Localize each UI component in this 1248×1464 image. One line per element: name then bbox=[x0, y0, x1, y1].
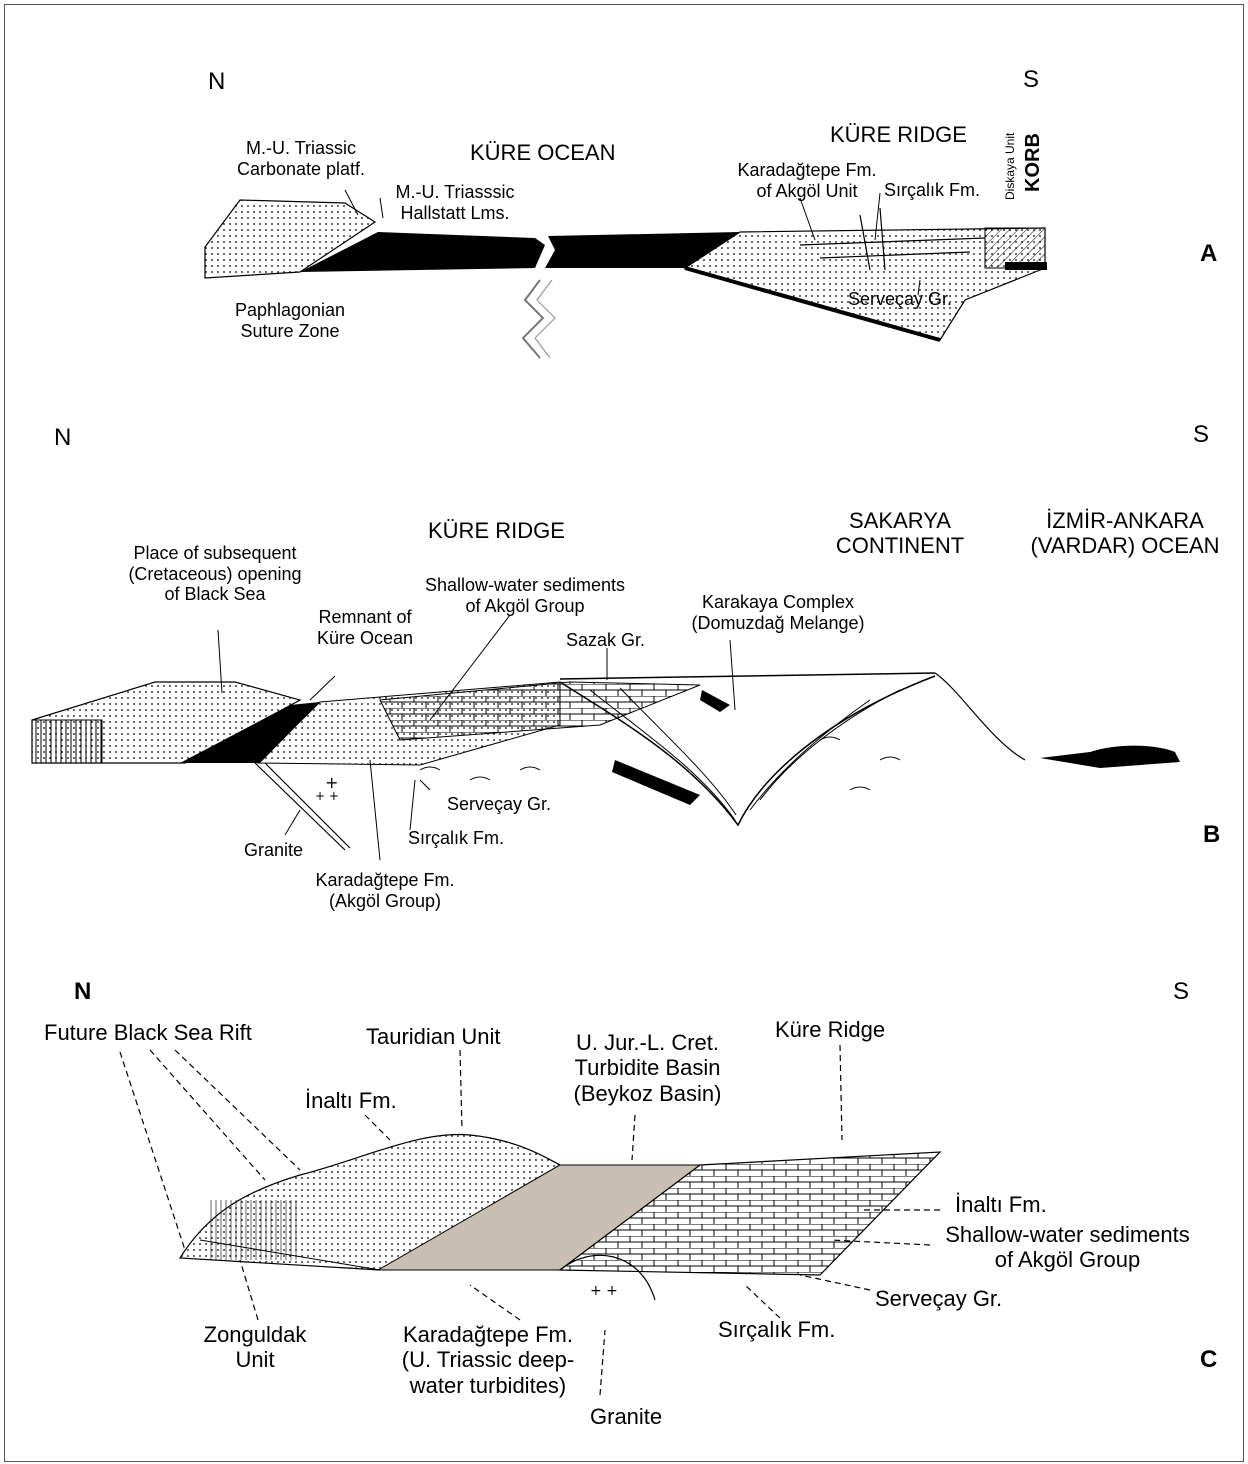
panel-b-remnant-label: Remnant of Küre Ocean bbox=[300, 607, 430, 648]
panel-a-diskaya-label: Diskaya Unit bbox=[1004, 133, 1018, 200]
panel-c-zonguldak-label: Zonguldak Unit bbox=[195, 1322, 315, 1373]
panel-a-hallstatt-label: M.-U. Triasssic Hallstatt Lms. bbox=[380, 182, 530, 223]
panel-c-future-rift-label: Future Black Sea Rift bbox=[44, 1020, 252, 1045]
panel-a-karadagtepe-label: Karadağtepe Fm. of Akgöl Unit bbox=[722, 160, 892, 201]
panel-c-inalti-left-label: İnaltı Fm. bbox=[305, 1088, 397, 1113]
panel-a-kure-ocean-label: KÜRE OCEAN bbox=[470, 140, 615, 165]
panel-b-sircalik-label: Sırçalık Fm. bbox=[408, 828, 504, 849]
panel-a-break-line bbox=[523, 280, 543, 358]
panel-a-south-label: S bbox=[1023, 66, 1039, 94]
panel-c-inalti-right-label: İnaltı Fm. bbox=[955, 1192, 1047, 1217]
svg-text:+ +: + + bbox=[315, 789, 339, 803]
panel-c-tauridian-label: Tauridian Unit bbox=[366, 1024, 501, 1049]
panel-b-karakaya-label: Karakaya Complex (Domuzdağ Melange) bbox=[678, 592, 878, 633]
panel-c-south-label: S bbox=[1173, 978, 1189, 1006]
panel-b-drawing: + + + bbox=[32, 615, 1180, 860]
panel-b-granite-label: Granite bbox=[244, 840, 303, 861]
panel-a-kure-ridge-label: KÜRE RIDGE bbox=[830, 122, 967, 147]
panel-a-north-label: N bbox=[208, 68, 225, 96]
panel-c-turbidite-basin-label: U. Jur.-L. Cret. Turbidite Basin (Beykoz… bbox=[545, 1030, 750, 1106]
panel-a-letter: A bbox=[1200, 240, 1217, 268]
panel-b-letter: B bbox=[1203, 821, 1220, 849]
panel-b-sakarya-outline bbox=[935, 673, 1025, 760]
panel-b-servecay-label: Serveçay Gr. bbox=[447, 794, 551, 815]
panel-b-sazak-label: Sazak Gr. bbox=[566, 630, 645, 651]
panel-a-servecay-label: Serveçay Gr. bbox=[848, 289, 952, 310]
svg-text:+ +: + + bbox=[590, 1283, 618, 1299]
panel-c-north-label: N bbox=[74, 978, 91, 1006]
panel-a-korb-label: KORB bbox=[1022, 133, 1045, 192]
panel-a-sircalik-label: Sırçalık Fm. bbox=[884, 180, 980, 201]
panel-b-karadagtepe-label: Karadağtepe Fm. (Akgöl Group) bbox=[305, 870, 465, 911]
panel-c-shallow-water-label: Shallow-water sediments of Akgöl Group bbox=[925, 1222, 1210, 1273]
panel-b-sakarya-label: SAKARYA CONTINENT bbox=[825, 508, 975, 559]
panel-a-carbonate-platform-label: M.-U. Triassic Carbonate platf. bbox=[226, 138, 376, 179]
panel-b-kure-ridge-label: KÜRE RIDGE bbox=[428, 518, 565, 543]
panel-b-north-label: N bbox=[54, 424, 71, 452]
panel-c-sircalik-label: Sırçalık Fm. bbox=[718, 1317, 835, 1342]
panel-c-granite-label: Granite bbox=[590, 1404, 662, 1429]
panel-b-izmir-label: İZMİR-ANKARA (VARDAR) OCEAN bbox=[1020, 508, 1230, 559]
panel-b-vardar-ocean-slab bbox=[1040, 746, 1180, 768]
panel-c-letter: C bbox=[1200, 1346, 1217, 1374]
panel-b-shallow-water-label: Shallow-water sediments of Akgöl Group bbox=[410, 575, 640, 616]
panel-c-servecay-label: Serveçay Gr. bbox=[875, 1286, 1002, 1311]
panel-c-karadagtepe-label: Karadağtepe Fm. (U. Triassic deep- water… bbox=[383, 1322, 593, 1398]
panel-b-south-label: S bbox=[1193, 421, 1209, 449]
panel-c-kure-ridge-label: Küre Ridge bbox=[775, 1017, 885, 1042]
panel-b-black-sea-opening-label: Place of subsequent (Cretaceous) opening… bbox=[110, 543, 320, 605]
panel-a-paphlagonian-label: Paphlagonian Suture Zone bbox=[215, 300, 365, 341]
